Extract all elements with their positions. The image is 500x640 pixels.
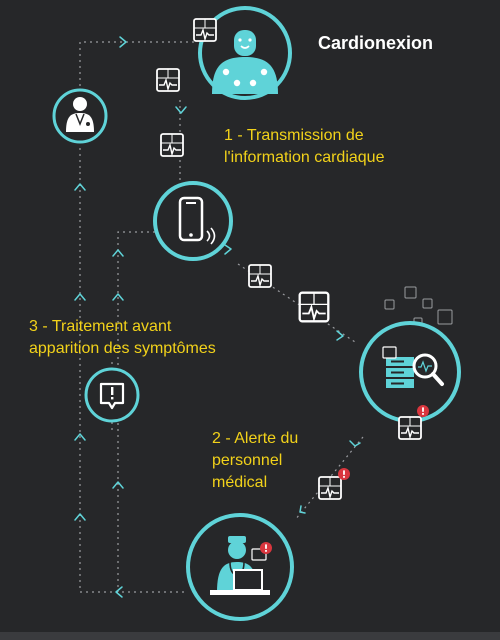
step-3-label: 3 - Traitement avant apparition des symp… bbox=[29, 316, 216, 360]
ecg-card-icon bbox=[160, 133, 184, 157]
app-title: Cardionexion bbox=[318, 33, 434, 53]
step-3-line-2: apparition des symptômes bbox=[29, 340, 216, 357]
ecg-card-icon bbox=[298, 291, 330, 323]
alert-node bbox=[84, 367, 140, 423]
step-2-label: 2 - Alerte du personnel médical bbox=[212, 428, 298, 494]
nurse-computer-icon bbox=[210, 536, 270, 595]
alert-bubble-icon bbox=[99, 382, 125, 410]
warning-icon bbox=[260, 542, 272, 554]
connector-lines bbox=[79, 41, 401, 593]
smartphone-icon bbox=[178, 196, 216, 245]
patient-sensors-icon bbox=[212, 30, 278, 94]
step-2-line-1: 2 - Alerte du bbox=[212, 430, 299, 447]
warning-icon bbox=[338, 468, 350, 480]
step-1-line-2: l'information cardiaque bbox=[224, 149, 385, 166]
step-1-label: 1 - Transmission de l'information cardia… bbox=[224, 125, 384, 169]
ecg-card-icon bbox=[156, 68, 180, 92]
step-3-line-1: 3 - Traitement avant bbox=[29, 318, 172, 335]
data-cards bbox=[384, 286, 453, 327]
ecg-card-icon bbox=[398, 416, 422, 440]
doctor-node bbox=[52, 88, 108, 144]
ecg-card-icon bbox=[248, 264, 272, 288]
bottom-strip bbox=[0, 632, 500, 640]
doctor-icon bbox=[66, 97, 94, 132]
server-analysis-icon bbox=[382, 346, 444, 388]
step-2-line-3: médical bbox=[212, 474, 268, 491]
phone-node bbox=[153, 181, 233, 261]
warning-icon bbox=[417, 405, 429, 417]
server-node bbox=[359, 321, 461, 423]
flow-arrows bbox=[74, 36, 361, 598]
step-2-line-2: personnel bbox=[212, 452, 283, 469]
ecg-card-icon bbox=[318, 476, 342, 500]
step-1-line-1: 1 - Transmission de bbox=[224, 127, 364, 144]
ecg-card-icon bbox=[193, 18, 217, 42]
nurse-node bbox=[186, 513, 294, 621]
patient-node bbox=[193, 6, 292, 100]
